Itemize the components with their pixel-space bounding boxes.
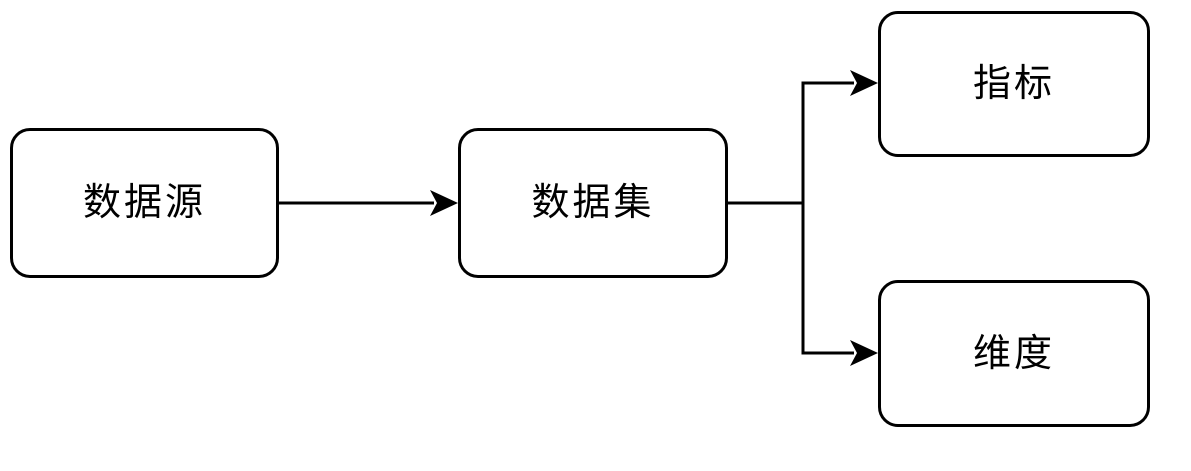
node-metric-label: 指标 — [972, 63, 1055, 105]
node-dimension: 维度 — [878, 280, 1150, 427]
arrowhead-dataset-metric — [850, 70, 878, 96]
connector-dataset-dimension — [801, 340, 878, 366]
connector-dataset-branch — [728, 81, 805, 355]
node-dataset: 数据集 — [458, 128, 728, 278]
connector-dataset-metric — [801, 70, 878, 96]
connector-datasource-dataset — [279, 190, 458, 216]
arrowhead-dataset-dimension — [850, 340, 878, 366]
node-dataset-label: 数据集 — [531, 182, 655, 224]
node-dimension-label: 维度 — [972, 332, 1055, 375]
node-metric: 指标 — [878, 11, 1150, 157]
node-datasource-label: 数据源 — [82, 182, 206, 224]
node-datasource: 数据源 — [10, 128, 279, 278]
arrowhead-datasource-dataset — [430, 190, 458, 216]
